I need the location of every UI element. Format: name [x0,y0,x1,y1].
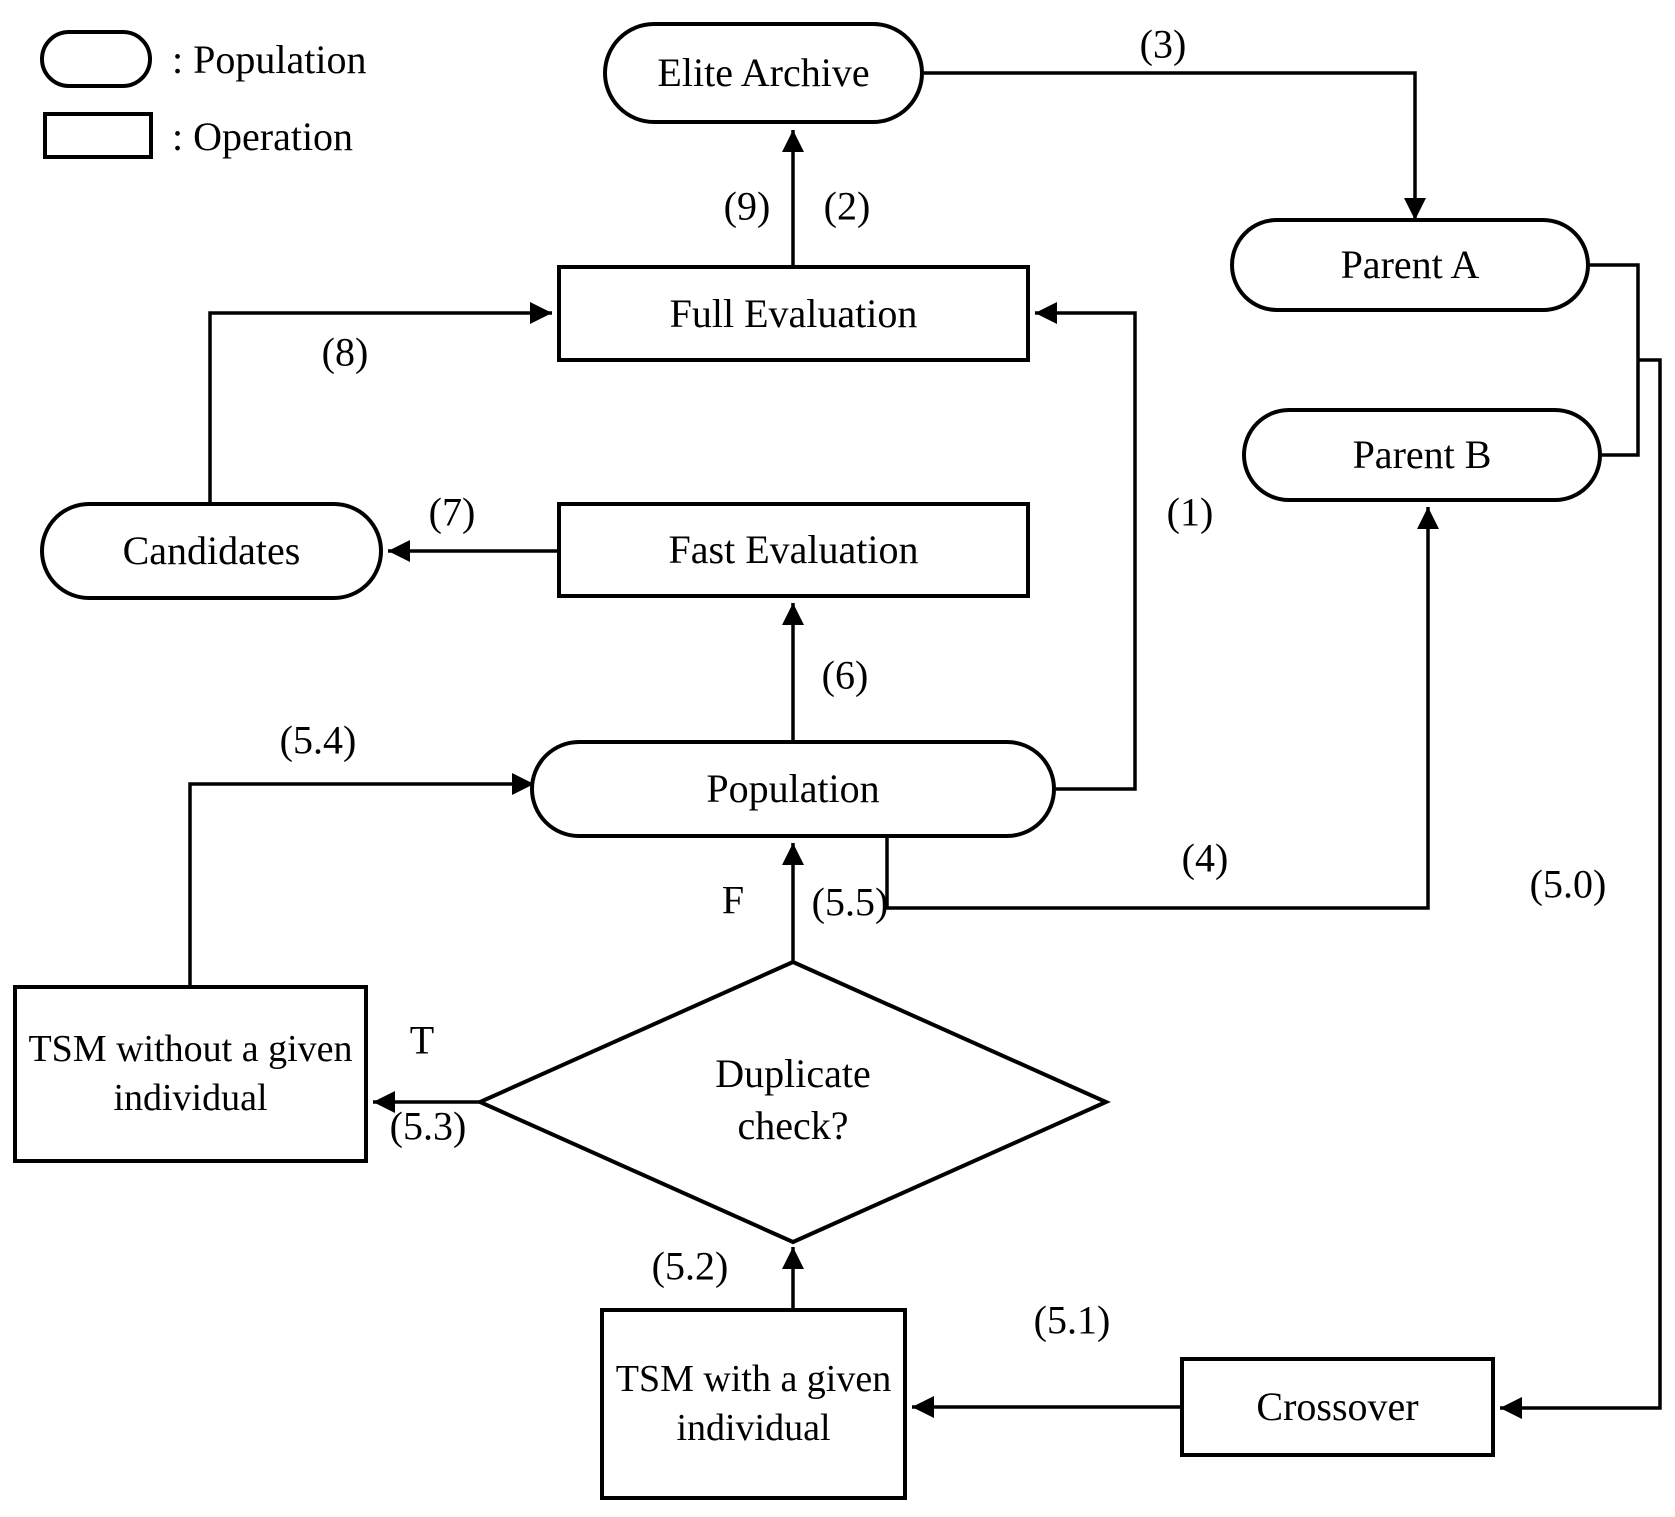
tsm-with-node: TSM with a given individual [600,1308,907,1500]
edge-label-5-5: (5.5) [811,879,889,925]
edge-label-1: (1) [1166,489,1214,535]
edge-3-line [924,71,1426,220]
edge-label-3: (3) [1139,21,1187,67]
edge-label-4: (4) [1181,835,1229,881]
true-branch-label: T [409,1017,435,1063]
edge-4-line [885,507,1439,910]
candidates-node: Candidates [40,502,383,600]
tsm-without-node: TSM without a given individual [13,985,368,1163]
edge-8-line [208,302,552,502]
edge-label-9: (9) [723,183,771,229]
parent-b-node: Parent B [1242,408,1602,502]
edge-label-2: (2) [823,183,871,229]
edge-5-0-line [1500,358,1662,1419]
edge-label-5-3: (5.3) [389,1103,467,1149]
edge-5-4-line [188,773,534,985]
full-evaluation-node: Full Evaluation [557,265,1030,362]
elite-archive-node: Elite Archive [603,22,924,124]
crossover-node: Crossover [1180,1357,1495,1457]
legend-operation-shape [43,112,153,159]
edge-label-6: (6) [821,652,869,698]
false-branch-label: F [721,877,745,923]
duplicate-check-label: Duplicate check? [715,1051,871,1148]
edge-1-line [1035,302,1137,791]
legend-population-label: : Population [172,37,367,82]
parent-bracket-line [1588,263,1640,457]
duplicate-check-diamond [475,959,1111,1245]
edge-label-5-4: (5.4) [279,717,357,763]
edge-label-8: (8) [321,329,369,375]
parent-a-node: Parent A [1230,218,1590,312]
edge-label-5-0: (5.0) [1529,861,1607,907]
population-node: Population [530,740,1056,838]
legend-population-shape [40,30,152,88]
legend-operation-label: : Operation [172,114,354,159]
edge-label-7: (7) [428,489,476,535]
edge-label-5-1: (5.1) [1033,1297,1111,1343]
fast-evaluation-node: Fast Evaluation [557,502,1030,598]
edge-label-5-2: (5.2) [651,1243,729,1289]
